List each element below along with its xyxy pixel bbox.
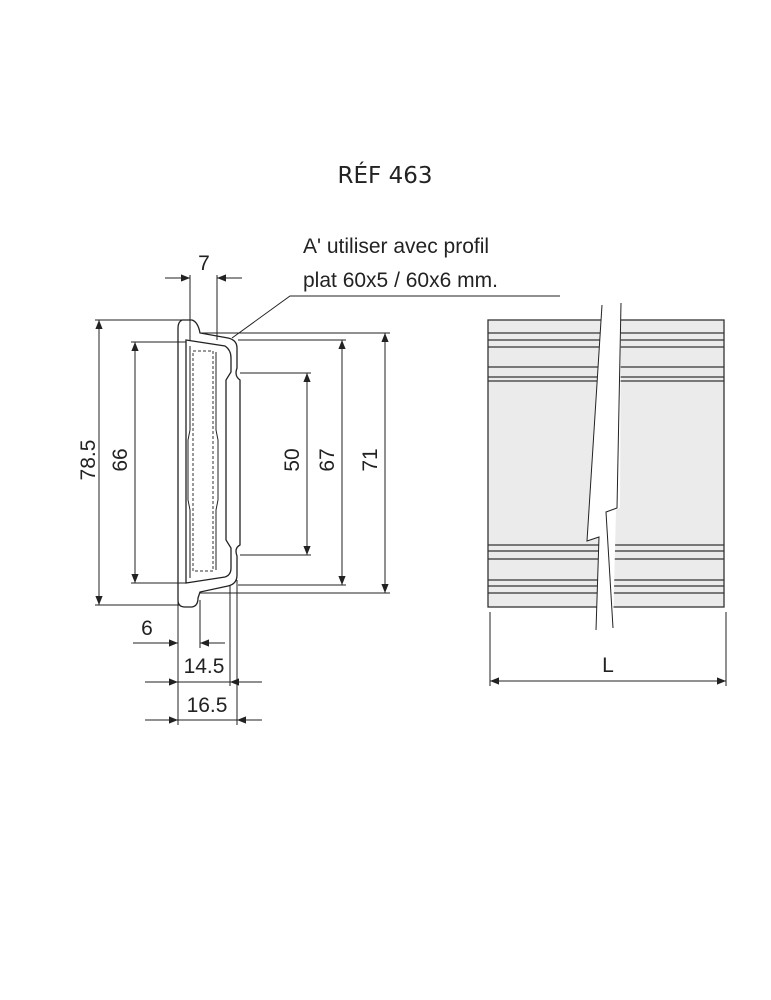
svg-text:66: 66: [109, 448, 132, 471]
svg-text:7: 7: [198, 252, 210, 275]
svg-text:14.5: 14.5: [184, 655, 225, 678]
dimension-height-inner: 66: [109, 341, 186, 584]
svg-text:71: 71: [359, 448, 382, 471]
drawing-title: RÉF 463: [338, 161, 433, 189]
dimension-height-overall: 78.5: [77, 319, 182, 606]
dimension-width-flange: 6: [133, 617, 225, 647]
dimension-length: L: [489, 612, 727, 686]
section-profile: [177, 319, 241, 608]
note-leader-line: [231, 295, 560, 339]
side-view: [487, 302, 725, 631]
note-line-2: plat 60x5 / 60x6 mm.: [303, 269, 498, 292]
dimension-width-total: 16.5: [145, 694, 262, 724]
dimension-width-body: 14.5: [145, 655, 262, 686]
break-line-icon: [587, 303, 621, 630]
dimension-width-top: 7: [165, 252, 242, 340]
svg-text:16.5: 16.5: [187, 694, 228, 717]
svg-text:50: 50: [281, 448, 304, 471]
svg-text:L: L: [602, 654, 614, 677]
dimension-height-outer: 71: [200, 332, 390, 594]
note-line-1: A' utiliser avec profil: [303, 235, 489, 258]
svg-text:67: 67: [316, 448, 339, 471]
dimension-height-slot: 50: [240, 372, 311, 556]
svg-text:78.5: 78.5: [77, 440, 100, 481]
svg-text:6: 6: [141, 617, 153, 640]
dimension-height-mid: 67: [238, 339, 346, 586]
